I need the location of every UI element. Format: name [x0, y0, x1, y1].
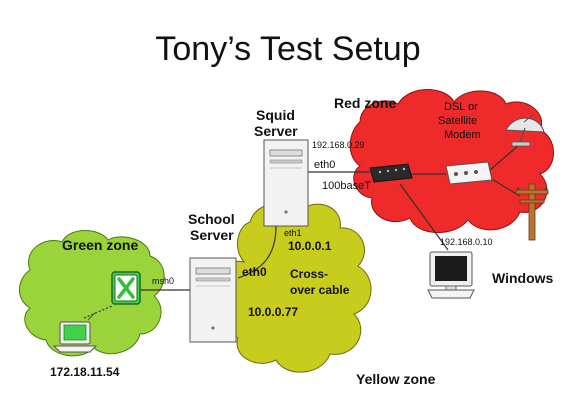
line-laptop-to-mesh	[83, 305, 113, 319]
squid-eth0-label: eth0	[314, 159, 335, 171]
red-zone-cloud	[349, 89, 554, 233]
line-modem-to-dish	[489, 143, 521, 171]
squid-eth1-label: eth1	[284, 228, 302, 238]
green-zone-cloud	[19, 230, 165, 357]
modem-label-line1: DSL or	[444, 101, 478, 113]
monitor-icon	[427, 251, 475, 299]
ethernet-speed-label: 100baseT	[322, 180, 371, 192]
connection-lines	[83, 143, 521, 319]
squid-server-label-line1: Squid	[256, 107, 295, 123]
school-eth0-label: eth0	[242, 265, 267, 279]
school-server-label-line1: School	[188, 211, 235, 227]
squid-server	[263, 139, 309, 227]
modem-label-line3: Modem	[444, 129, 481, 141]
crossover-label-line1: Cross-	[290, 267, 328, 281]
windows-address: 192.168.0.10	[440, 237, 493, 247]
network-switch-icon	[369, 163, 413, 183]
modem-icon	[445, 161, 493, 185]
telephone-pole-icon	[515, 183, 549, 241]
line-crossover-cable	[237, 225, 277, 279]
laptop-address: 172.18.11.54	[50, 365, 120, 379]
modem-label-line2: Satellite	[438, 115, 477, 127]
diagram-title: Tony’s Test Setup	[155, 30, 420, 68]
school-server-label-line2: Server	[190, 227, 234, 243]
yellow-zone-label: Yellow zone	[356, 371, 436, 387]
green-zone-label: Green zone	[62, 237, 138, 253]
line-modem-to-pole	[489, 177, 521, 197]
school-msh0-label: msh0	[152, 276, 174, 286]
crossover-label-line2: over cable	[290, 283, 350, 297]
squid-yellow-address: 10.0.0.1	[288, 239, 332, 253]
red-zone-label: Red zone	[334, 95, 396, 111]
school-server	[189, 257, 237, 343]
squid-red-address: 192.168.0.29	[312, 140, 365, 150]
windows-label: Windows	[492, 270, 554, 286]
x-mark-icon	[111, 271, 141, 305]
laptop-icon	[52, 311, 98, 353]
line-switch-to-windows	[399, 183, 449, 251]
squid-server-label-line2: Server	[254, 123, 298, 139]
school-yellow-address: 10.0.0.77	[248, 305, 298, 319]
satellite-dish-icon	[505, 113, 545, 147]
